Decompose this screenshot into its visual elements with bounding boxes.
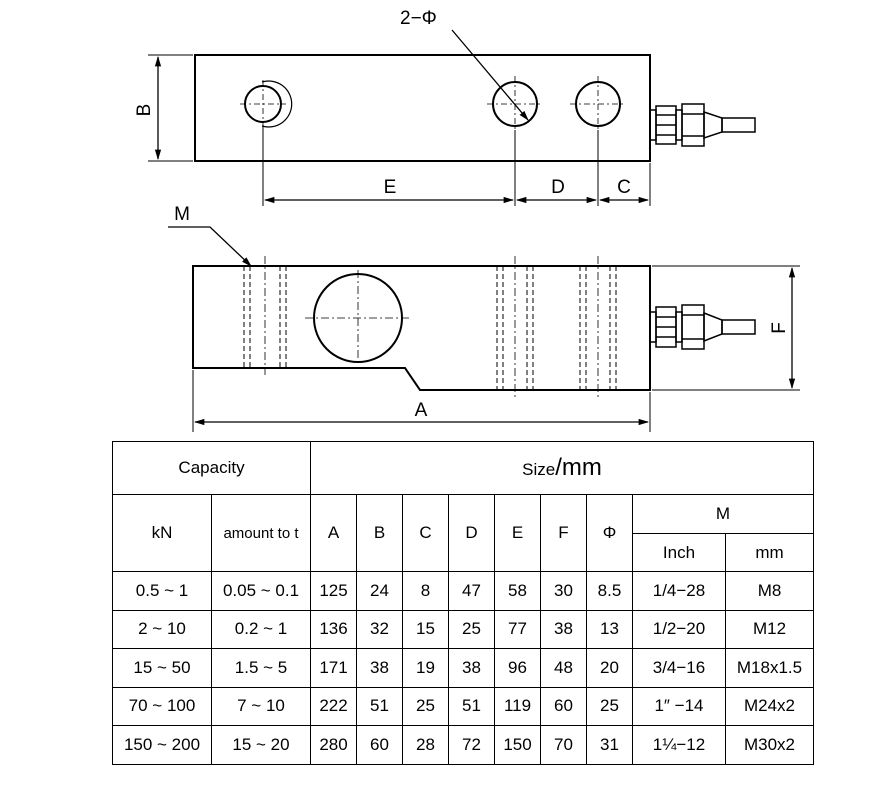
- label-M: M: [174, 204, 190, 225]
- cell-A: 125: [310, 571, 357, 611]
- col-F-header: F: [540, 494, 587, 572]
- cell-t: 0.2 ~ 1: [211, 609, 311, 649]
- cell-phi: 31: [586, 725, 633, 765]
- cell-kn: 70 ~ 100: [112, 686, 212, 726]
- cell-phi: 25: [586, 686, 633, 726]
- label-A: A: [415, 400, 428, 421]
- top-view-body: [194, 54, 651, 162]
- label-E: E: [384, 177, 397, 198]
- side-view: [168, 226, 800, 432]
- cell-D: 51: [448, 686, 495, 726]
- cell-inch: 1/4−28: [632, 571, 726, 611]
- cell-E: 119: [494, 686, 541, 726]
- col-C-header: C: [402, 494, 449, 572]
- cell-C: 8: [402, 571, 449, 611]
- cell-t: 15 ~ 20: [211, 725, 311, 765]
- cell-kn: 15 ~ 50: [112, 648, 212, 688]
- side-cable-gland: [649, 304, 756, 350]
- col-t-header: amount to t: [211, 494, 311, 572]
- cell-mm: M18x1.5: [725, 648, 814, 688]
- cell-E: 96: [494, 648, 541, 688]
- side-thread-left: [243, 256, 287, 375]
- top-left-hole-arc: [261, 80, 293, 128]
- cell-B: 38: [356, 648, 403, 688]
- cell-phi: 13: [586, 609, 633, 649]
- side-thread-right: [579, 256, 617, 398]
- label-F: F: [769, 322, 790, 334]
- cell-D: 38: [448, 648, 495, 688]
- cell-t: 1.5 ~ 5: [211, 648, 311, 688]
- cell-B: 24: [356, 571, 403, 611]
- cell-mm: M12: [725, 609, 814, 649]
- cell-E: 77: [494, 609, 541, 649]
- col-E-header: E: [494, 494, 541, 572]
- cell-t: 0.05 ~ 0.1: [211, 571, 311, 611]
- cell-F: 30: [540, 571, 587, 611]
- cell-F: 60: [540, 686, 587, 726]
- cell-kn: 150 ~ 200: [112, 725, 212, 765]
- cell-C: 25: [402, 686, 449, 726]
- side-view-body: [192, 265, 651, 391]
- cell-D: 47: [448, 571, 495, 611]
- cell-inch: 1″ −14: [632, 686, 726, 726]
- cell-inch: 1¼−12: [632, 725, 726, 765]
- col-M-header: M: [632, 494, 814, 534]
- cell-mm: M30x2: [725, 725, 814, 765]
- side-thread-middle: [496, 256, 534, 398]
- cell-B: 32: [356, 609, 403, 649]
- capacity-header: Capacity: [112, 441, 311, 495]
- cell-B: 51: [356, 686, 403, 726]
- cell-F: 38: [540, 609, 587, 649]
- cell-C: 15: [402, 609, 449, 649]
- label-B: B: [134, 104, 155, 117]
- spec-table: Capacity Size/mm kN amount to t A B C D …: [112, 441, 814, 765]
- cell-E: 150: [494, 725, 541, 765]
- cell-C: 19: [402, 648, 449, 688]
- load-cell-drawing: 2−Φ B E D C M F A: [134, 8, 800, 432]
- cell-A: 222: [310, 686, 357, 726]
- cell-C: 28: [402, 725, 449, 765]
- cell-inch: 1/2−20: [632, 609, 726, 649]
- cell-E: 58: [494, 571, 541, 611]
- cell-B: 60: [356, 725, 403, 765]
- top-cable-gland: [649, 103, 756, 147]
- col-mm-header: mm: [725, 533, 814, 572]
- cell-A: 280: [310, 725, 357, 765]
- col-B-header: B: [356, 494, 403, 572]
- cell-mm: M8: [725, 571, 814, 611]
- label-D: D: [551, 177, 565, 198]
- cell-D: 25: [448, 609, 495, 649]
- col-inch-header: Inch: [632, 533, 726, 572]
- cell-mm: M24x2: [725, 686, 814, 726]
- label-2phi: 2−Φ: [400, 8, 437, 29]
- size-header: Size/mm: [310, 441, 814, 495]
- top-view: [148, 29, 756, 206]
- cell-inch: 3/4−16: [632, 648, 726, 688]
- cell-phi: 8.5: [586, 571, 633, 611]
- cell-kn: 2 ~ 10: [112, 609, 212, 649]
- cell-F: 48: [540, 648, 587, 688]
- cell-phi: 20: [586, 648, 633, 688]
- cell-kn: 0.5 ~ 1: [112, 571, 212, 611]
- label-C: C: [617, 177, 631, 198]
- col-D-header: D: [448, 494, 495, 572]
- cell-F: 70: [540, 725, 587, 765]
- cell-A: 171: [310, 648, 357, 688]
- col-phi-header: Φ: [586, 494, 633, 572]
- cell-A: 136: [310, 609, 357, 649]
- col-A-header: A: [310, 494, 357, 572]
- cell-t: 7 ~ 10: [211, 686, 311, 726]
- cell-D: 72: [448, 725, 495, 765]
- col-kn-header: kN: [112, 494, 212, 572]
